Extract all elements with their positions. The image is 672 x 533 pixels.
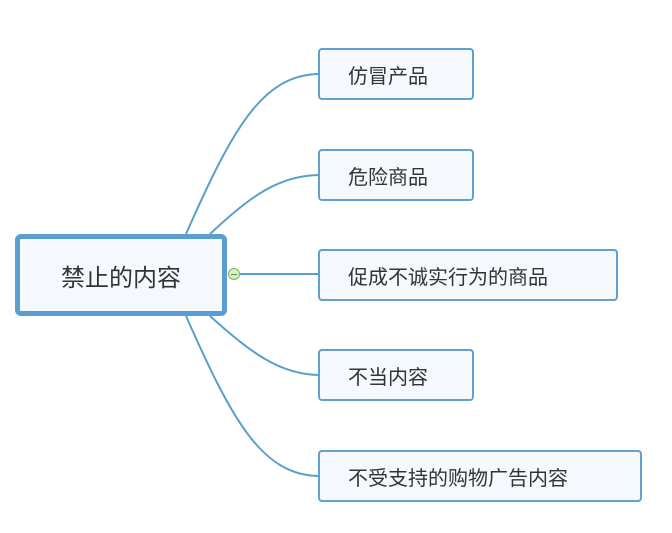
connector-1 — [185, 73, 321, 235]
topic-unsupported-shopping-ad-content[interactable]: 不受支持的购物广告内容 — [318, 450, 642, 502]
connector-4 — [209, 315, 321, 376]
topic-dishonest-behavior-products[interactable]: 促成不诚实行为的商品 — [318, 249, 618, 301]
collapse-toggle-icon[interactable] — [228, 268, 240, 280]
root-topic[interactable]: 禁止的内容 — [15, 234, 227, 316]
topic-inappropriate-content[interactable]: 不当内容 — [318, 349, 474, 401]
topic-dangerous-products[interactable]: 危险商品 — [318, 149, 474, 201]
connector-2 — [209, 174, 321, 235]
topic-counterfeit-products[interactable]: 仿冒产品 — [318, 48, 474, 100]
connector-5 — [185, 315, 321, 477]
